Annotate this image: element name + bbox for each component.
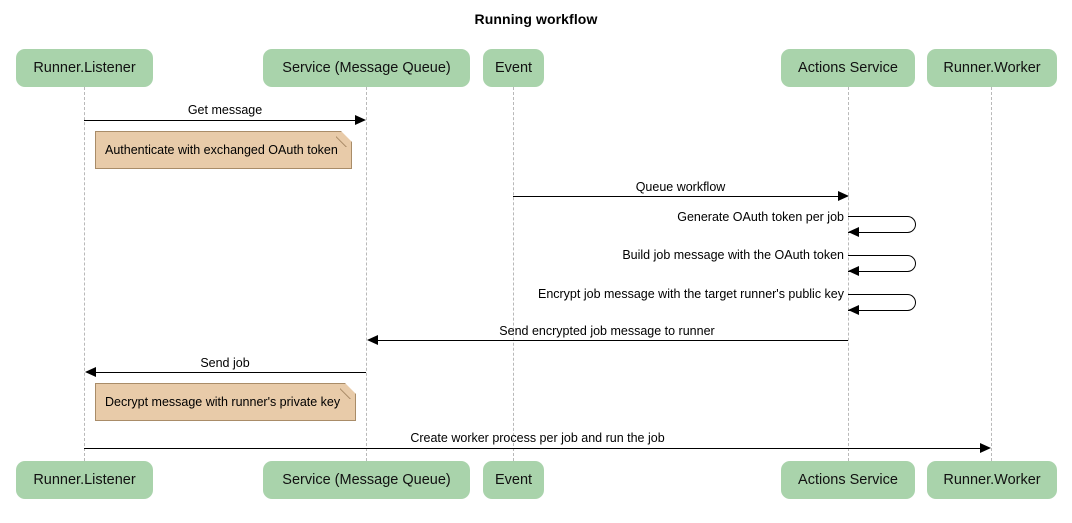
message-arrowhead-queue-workflow: [838, 191, 849, 201]
participant-label: Runner.Listener: [33, 60, 136, 76]
message-label-get-message: Get message: [187, 103, 263, 117]
message-arrowhead-send-encrypted-job-message-to-runner: [367, 335, 378, 345]
message-line-send-job: [95, 372, 366, 373]
note-fold-edge-icon: [336, 131, 352, 147]
participant-bottom-runner-worker[interactable]: Runner.Worker: [927, 461, 1057, 499]
lifeline-runner-worker: [991, 87, 992, 461]
message-selfcall-generate-oauth-token-per-job: [848, 216, 916, 233]
message-selfcall-build-job-message-with-the-oauth-token: [848, 255, 916, 272]
participant-label: Actions Service: [798, 472, 898, 488]
diagram-title: Running workflow: [474, 11, 598, 27]
message-line-send-encrypted-job-message-to-runner: [377, 340, 848, 341]
message-arrowhead-generate-oauth-token-per-job: [848, 227, 859, 237]
message-line-get-message: [84, 120, 356, 121]
participant-top-actions-service[interactable]: Actions Service: [781, 49, 915, 87]
lifeline-service-message-queue: [366, 87, 367, 461]
participant-bottom-actions-service[interactable]: Actions Service: [781, 461, 915, 499]
participant-bottom-event[interactable]: Event: [483, 461, 544, 499]
participant-label: Event: [494, 472, 533, 488]
participant-label: Actions Service: [798, 60, 898, 76]
participant-top-runner-worker[interactable]: Runner.Worker: [927, 49, 1057, 87]
message-arrowhead-encrypt-job-message-with-the-target-runners-public-key: [848, 305, 859, 315]
participant-top-runner-listener[interactable]: Runner.Listener: [16, 49, 153, 87]
note-label: Decrypt message with runner's private ke…: [105, 395, 341, 409]
message-arrowhead-build-job-message-with-the-oauth-token: [848, 266, 859, 276]
participant-label: Runner.Worker: [943, 60, 1041, 76]
participant-label: Runner.Worker: [943, 472, 1041, 488]
message-label-build-job-message-with-the-oauth-token: Build job message with the OAuth token: [622, 248, 844, 262]
participant-label: Service (Message Queue): [282, 60, 451, 76]
lifeline-event: [513, 87, 514, 461]
message-label-queue-workflow: Queue workflow: [635, 180, 726, 194]
message-label-generate-oauth-token-per-job: Generate OAuth token per job: [677, 210, 844, 224]
message-line-queue-workflow: [513, 196, 839, 197]
note-authenticate: Authenticate with exchanged OAuth token: [95, 131, 352, 169]
participant-bottom-runner-listener[interactable]: Runner.Listener: [16, 461, 153, 499]
message-arrowhead-get-message: [355, 115, 366, 125]
participant-top-event[interactable]: Event: [483, 49, 544, 87]
note-label: Authenticate with exchanged OAuth token: [105, 143, 338, 157]
participant-bottom-service-message-queue[interactable]: Service (Message Queue): [263, 461, 470, 499]
participant-label: Event: [494, 60, 533, 76]
message-arrowhead-send-job: [85, 367, 96, 377]
message-label-encrypt-job-message-with-the-target-runners-public-key: Encrypt job message with the target runn…: [537, 287, 844, 301]
note-decrypt: Decrypt message with runner's private ke…: [95, 383, 356, 421]
lifeline-runner-listener: [84, 87, 85, 461]
message-selfcall-encrypt-job-message-with-the-target-runners-public-key: [848, 294, 916, 311]
participant-label: Runner.Listener: [33, 472, 136, 488]
message-label-create-worker-process-per-job-and-run-the-job: Create worker process per job and run th…: [410, 431, 665, 445]
participant-label: Service (Message Queue): [282, 472, 451, 488]
note-fold-edge-icon: [340, 383, 356, 399]
participant-top-service-message-queue[interactable]: Service (Message Queue): [263, 49, 470, 87]
message-label-send-encrypted-job-message-to-runner: Send encrypted job message to runner: [499, 324, 715, 338]
message-label-send-job: Send job: [200, 356, 250, 370]
message-arrowhead-create-worker-process-per-job-and-run-the-job: [980, 443, 991, 453]
message-line-create-worker-process-per-job-and-run-the-job: [84, 448, 981, 449]
